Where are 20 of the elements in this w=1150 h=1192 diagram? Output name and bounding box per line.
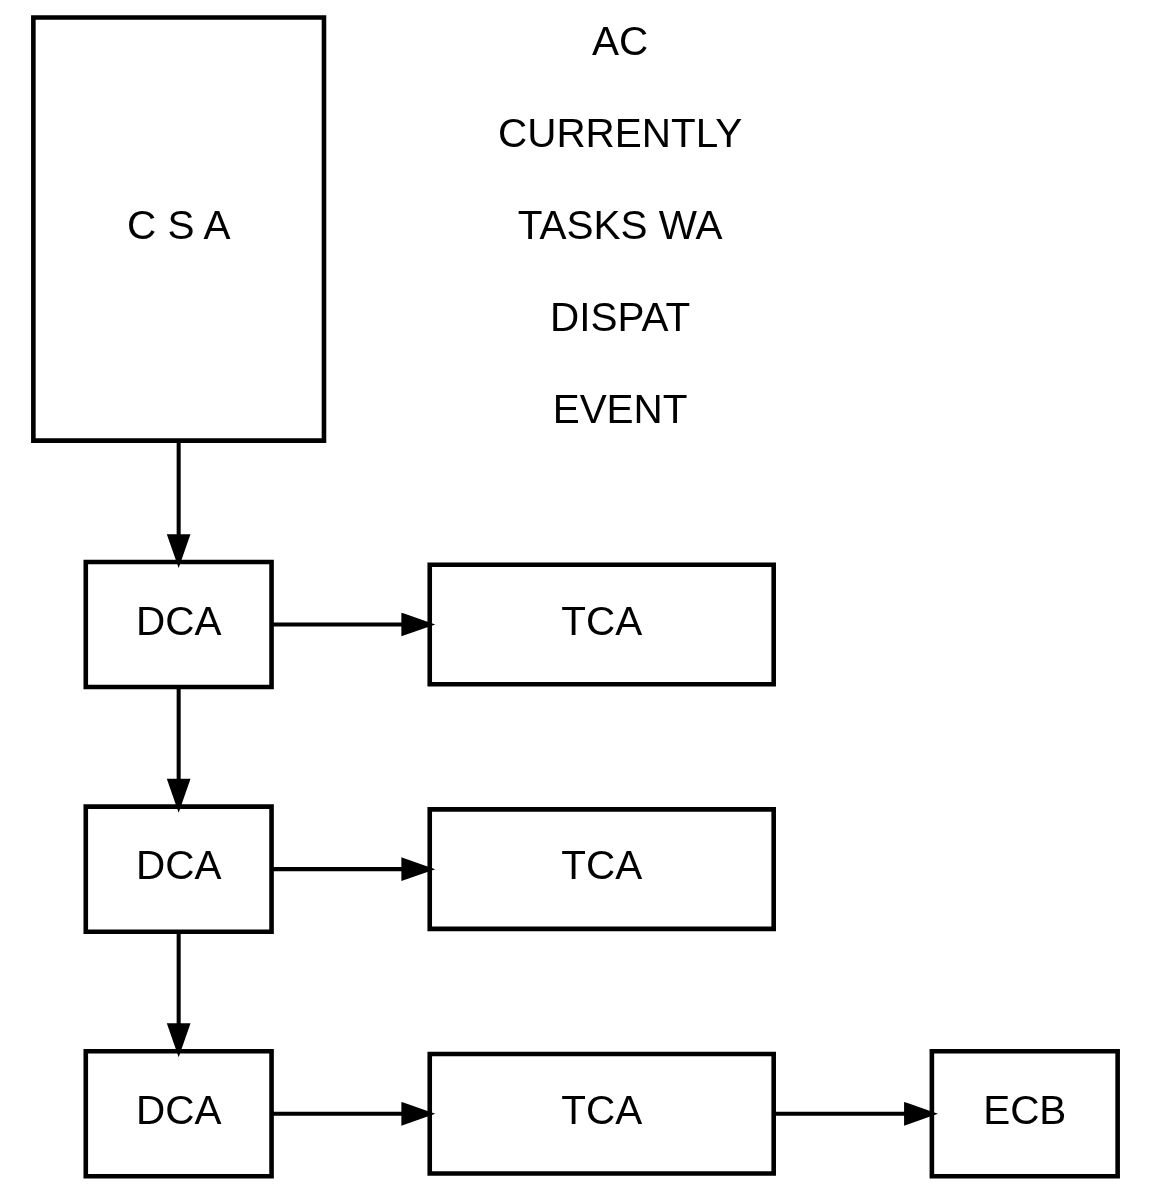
- label: CURRENTLY: [497, 110, 742, 157]
- arrow: [166, 687, 191, 813]
- node-box: DCA: [83, 559, 274, 690]
- arrow: [166, 441, 191, 569]
- node-box: TCA: [426, 807, 776, 932]
- node-box: DCA: [83, 804, 274, 934]
- arrow: [271, 1101, 435, 1126]
- node-box: ECB: [929, 1048, 1120, 1179]
- arrow: [166, 931, 191, 1058]
- node-box: TCA: [426, 1051, 776, 1176]
- label: DISPAT: [549, 294, 690, 341]
- node-box: TCA: [426, 562, 776, 687]
- arrow: [773, 1101, 938, 1126]
- label: AC: [591, 18, 648, 65]
- node-box: DCA: [83, 1048, 274, 1179]
- arrow: [271, 612, 435, 637]
- node-box: C S A: [30, 15, 326, 443]
- arrow: [271, 857, 435, 881]
- label: TASKS WA: [517, 202, 722, 249]
- label: EVENT: [552, 386, 688, 433]
